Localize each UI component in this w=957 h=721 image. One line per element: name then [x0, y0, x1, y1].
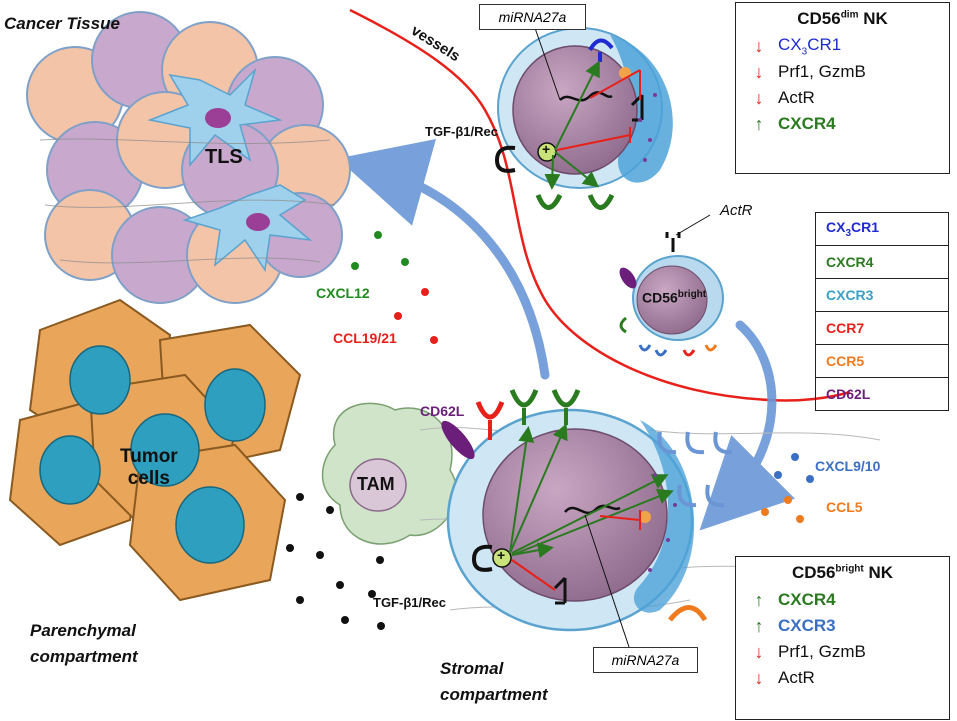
receptor-cell: CXCR3 — [815, 278, 949, 312]
receptor-cell: CCR5 — [815, 344, 949, 378]
mirna-bottom-label: miRNA27a — [593, 647, 698, 673]
nk-bright-cell — [619, 214, 724, 357]
bright-row-2: ↓ Prf1, GzmB — [736, 639, 949, 665]
tls-cluster — [26, 11, 351, 304]
plus-bottom: + — [497, 547, 506, 563]
arrow-down-icon: ↓ — [754, 641, 764, 662]
tls-label: TLS — [205, 146, 243, 168]
plus-top: + — [542, 141, 551, 157]
dim-row-1: ↓ Prf1, GzmB — [736, 59, 949, 85]
cd56-bright-cell-label: CD56bright — [642, 289, 706, 306]
receptor-row: CXCR3 — [815, 278, 949, 312]
cancer-tissue-label: Cancer Tissue — [4, 14, 120, 33]
cd56-bright-legend: CD56bright NK ↑ CXCR4 ↑ CXCR3 ↓ Prf1, GzmB ↓ Ac… — [735, 556, 950, 720]
tgf-top-label: TGF-β1/Rec — [425, 124, 498, 139]
receptor-cell: CX3CR1 — [815, 212, 949, 246]
cd56-dim-title: CD56dim NK — [797, 9, 888, 28]
ccl19-21-label: CCL19/21 — [333, 330, 397, 346]
bright-row-0: ↑ CXCR4 — [736, 587, 949, 613]
bright-row-text: CXCR3 — [778, 616, 836, 635]
arrow-down-icon: ↓ — [754, 61, 764, 82]
parenchymal-line2: compartment — [30, 647, 138, 666]
dim-row-3: ↑ CXCR4 — [736, 111, 949, 137]
bright-row-text: ActR — [778, 668, 815, 687]
cxcl9-dots — [774, 453, 814, 483]
actr-label: ActR — [720, 202, 753, 219]
arrow-up-icon: ↑ — [754, 589, 764, 610]
cd56-bright-base: CD56 — [642, 289, 678, 306]
cd56-bright-title: CD56bright NK — [791, 563, 894, 582]
receptor-cell: CCR7 — [815, 311, 949, 345]
tam-cell — [321, 402, 458, 545]
arrow-up-icon: ↑ — [754, 113, 764, 134]
dim-row-0: ↓ CX3CR1 — [736, 33, 949, 59]
tgf-dots — [286, 493, 385, 630]
cd56-dim-legend: CD56dim NK ↓ CX3CR1 ↓ Prf1, GzmB ↓ ActR ↑ CXCR4 — [735, 2, 950, 174]
arrow-down-icon: ↓ — [754, 667, 764, 688]
receptor-cell: CXCR4 — [815, 245, 949, 279]
bright-row-1: ↑ CXCR3 — [736, 613, 949, 639]
dim-row-text: CX3CR1 — [778, 34, 842, 58]
cxcl9-10-label: CXCL9/10 — [815, 458, 881, 474]
arrow-down-icon: ↓ — [754, 87, 764, 108]
stromal-label: Stromal compartment — [440, 656, 548, 708]
bright-row-text: Prf1, GzmB — [778, 642, 866, 661]
cxcl12-dots — [351, 231, 409, 270]
receptor-row: CX3CR1 — [815, 212, 949, 246]
bright-row-text: CXCR4 — [778, 590, 836, 609]
stromal-line2: compartment — [440, 685, 548, 704]
dim-row-text: ActR — [778, 88, 815, 107]
bright-row-3: ↓ ActR — [736, 665, 949, 691]
receptor-row: CXCR4 — [815, 245, 949, 279]
ccl5-dots — [761, 496, 804, 523]
nk-stromal-cell — [419, 389, 881, 632]
flow-arrow-stroma — [699, 320, 795, 531]
arrow-up-icon: ↑ — [754, 615, 764, 636]
dim-row-text: CXCR4 — [778, 114, 836, 133]
cd56-bright-sup: bright — [677, 289, 707, 300]
tumor-label-line1: Tumor — [120, 446, 178, 467]
ccl5-label: CCL5 — [826, 499, 863, 515]
dim-row-2: ↓ ActR — [736, 85, 949, 111]
receptor-row: CCR5 — [815, 344, 949, 378]
receptor-row: CD62L — [815, 377, 949, 411]
ccl19-dots — [394, 288, 438, 344]
tumor-cells — [8, 298, 302, 602]
flow-arrow-tls — [337, 138, 550, 380]
dim-row-text: Prf1, GzmB — [778, 62, 866, 81]
tam-label: TAM — [357, 474, 395, 494]
parenchymal-label: Parenchymal compartment — [30, 618, 138, 670]
tgf-bottom-label: TGF-β1/Rec — [373, 595, 446, 610]
parenchymal-line1: Parenchymal — [30, 621, 136, 640]
cd62l-label: CD62L — [420, 403, 465, 419]
receptor-row: CCR7 — [815, 311, 949, 345]
stromal-line1: Stromal — [440, 659, 504, 678]
mirna-top-label: miRNA27a — [479, 4, 586, 30]
receptor-cell: CD62L — [815, 377, 949, 411]
cxcl12-label: CXCL12 — [316, 285, 370, 301]
nk-dim-cell — [494, 27, 673, 210]
tumor-label-line2: cells — [127, 468, 170, 489]
arrow-down-icon: ↓ — [754, 35, 764, 56]
